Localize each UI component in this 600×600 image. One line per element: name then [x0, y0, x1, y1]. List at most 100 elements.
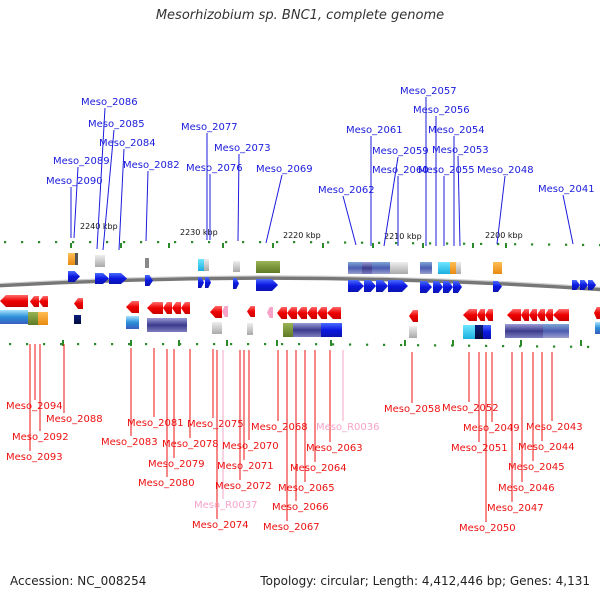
track-dot [191, 241, 194, 244]
reverse-gene-arrow [297, 307, 307, 319]
gene-label: Meso_2055 [418, 165, 475, 176]
reverse-gene-arrow [247, 306, 255, 317]
track-dot [502, 344, 505, 348]
gene-label: Meso_2065 [278, 483, 335, 494]
track-dot [536, 345, 539, 348]
reverse-gene-arrow [277, 307, 287, 319]
gene-label: Meso_2068 [251, 422, 308, 433]
gene-label: Meso_2067 [263, 522, 320, 533]
track-dot [298, 343, 301, 346]
track-tick [272, 243, 274, 248]
track-dot [106, 241, 109, 244]
cog-box [475, 325, 483, 339]
gene-label: Meso_2043 [526, 422, 583, 433]
track-dot [378, 241, 381, 244]
track-dot [213, 343, 216, 346]
gene-label: Meso_2052 [442, 403, 499, 414]
track-dot [43, 343, 46, 346]
track-dot [315, 343, 318, 346]
gene-label: Meso_2066 [272, 502, 329, 513]
track-dot [293, 241, 296, 244]
upper-track-dots [4, 241, 600, 248]
rna-arrow [222, 306, 228, 317]
forward-gene-arrow [348, 280, 364, 292]
gene-label: Meso_2071 [217, 461, 274, 472]
cog-box [463, 325, 475, 339]
track-dot [587, 345, 590, 349]
gene-label: Meso_2084 [99, 138, 156, 149]
track-dot [463, 242, 466, 245]
track-dot [225, 241, 228, 244]
track-dot [570, 345, 573, 348]
reverse-gene-arrow [307, 307, 317, 319]
track-tick [372, 243, 374, 248]
track-dot [497, 242, 500, 246]
gene-label: Meso_2070 [222, 441, 279, 452]
leader-line [118, 148, 125, 251]
reverse-genes [0, 295, 600, 322]
track-tick [168, 243, 170, 248]
reverse-gene-arrow [507, 309, 521, 321]
track-dot [276, 241, 279, 244]
gene-label: Meso_2089 [53, 156, 110, 167]
cog-box [438, 262, 450, 274]
forward-gene-arrow [205, 277, 211, 288]
track-dot [128, 343, 131, 346]
track-dot [123, 241, 126, 244]
track-tick [505, 243, 507, 248]
gene-label: Meso_2086 [81, 97, 138, 108]
track-dot [400, 343, 403, 347]
gene-label: Meso_2058 [384, 404, 441, 415]
track-dot [145, 343, 148, 346]
track-tick [422, 243, 424, 248]
track-dot [310, 241, 313, 244]
track-dot [485, 344, 488, 347]
cog-box [372, 262, 390, 274]
leader-line [342, 195, 357, 246]
scale-tick-2240: 2240 kbp [80, 222, 118, 231]
track-dot [361, 241, 364, 244]
cog-box [362, 262, 372, 274]
cog-box [543, 324, 569, 338]
gene-label: Meso_2063 [306, 443, 363, 454]
gene-label: Meso_2051 [451, 443, 508, 454]
track-dot [77, 343, 80, 346]
gene-label: Meso_R0037 [194, 500, 258, 511]
cog-box [95, 255, 105, 267]
cog-box [483, 325, 491, 339]
reverse-gene-arrow [147, 302, 163, 314]
track-tick [120, 243, 122, 248]
track-dot [582, 243, 585, 247]
forward-gene-arrow [198, 277, 204, 288]
reverse-gene-arrow [409, 310, 418, 322]
forward-gene-arrow [388, 280, 408, 292]
cog-box [0, 310, 28, 324]
track-dot [565, 243, 568, 246]
reverse-gene-arrow [477, 309, 485, 321]
cog-box [493, 262, 502, 274]
leader-line [383, 156, 399, 247]
track-dot [531, 243, 534, 246]
track-tick [178, 340, 180, 346]
genome-backbone [0, 275, 600, 292]
cog-box [293, 323, 321, 337]
gene-label: Meso_2083 [101, 437, 158, 448]
gene-label: Meso_2076 [186, 163, 243, 174]
gene-label: Meso_2061 [346, 125, 403, 136]
forward-gene-arrow [433, 281, 443, 293]
forward-gene-arrow [233, 278, 239, 289]
forward-gene-arrow [68, 271, 80, 282]
forward-gene-arrow [376, 280, 388, 292]
track-tick [222, 243, 224, 248]
cog-box [147, 318, 187, 332]
track-dot [242, 241, 245, 244]
track-dot [111, 343, 114, 346]
cog-box [420, 262, 432, 274]
track-dot [480, 242, 483, 245]
cog-box [450, 262, 456, 274]
cog-box [74, 315, 81, 324]
reverse-gene-arrow [163, 302, 172, 314]
reverse-gene-arrow [317, 307, 327, 319]
track-dot [4, 241, 7, 244]
